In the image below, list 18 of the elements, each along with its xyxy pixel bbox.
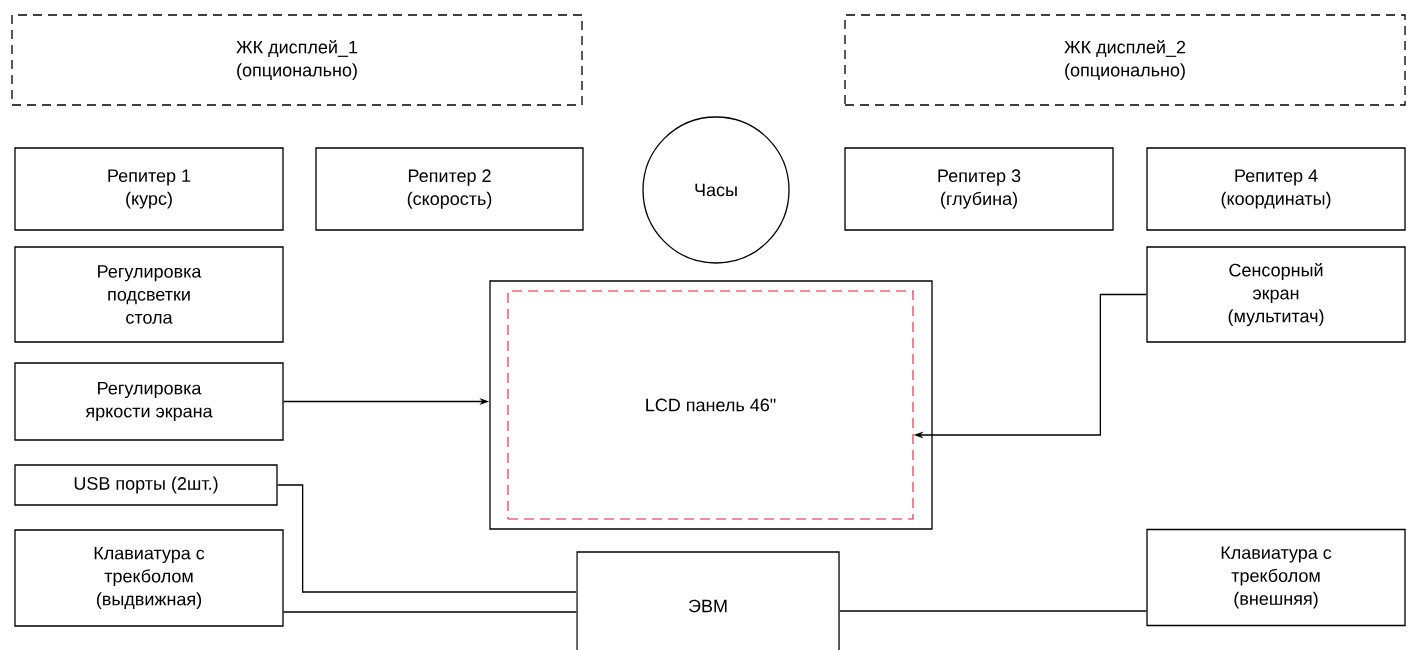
- display-box: ЖК дисплей_2 (опционально): [844, 14, 1406, 106]
- keyboard-box: Клавиатура с трекболом (внешняя): [1146, 528, 1406, 627]
- connector-line: [839, 610, 1147, 612]
- repeater-box: Репитер 4 (координаты): [1146, 147, 1406, 231]
- keyboard-box: Клавиатура с трекболом (выдвижная): [14, 529, 284, 627]
- port-box: USB порты (2шт.): [14, 464, 278, 506]
- control-box: Регулировка яркости экрана: [14, 362, 284, 441]
- display-box: ЖК дисплей_1 (опционально): [11, 14, 583, 106]
- repeater-box: Репитер 3 (глубина): [844, 147, 1114, 231]
- control-box: Регулировка подсветки стола: [14, 246, 284, 343]
- connector-line: [277, 484, 577, 593]
- computer-box: ЭВМ: [576, 551, 840, 650]
- touchscreen-box: Сенсорный экран (мультитач): [1146, 246, 1406, 343]
- panel-frame: [489, 280, 933, 530]
- connector-line: [283, 611, 577, 613]
- repeater-box: Репитер 2 (скорость): [315, 147, 584, 231]
- repeater-box: Репитер 1 (курс): [14, 147, 284, 231]
- screen-area: LCD панель 46": [507, 290, 914, 520]
